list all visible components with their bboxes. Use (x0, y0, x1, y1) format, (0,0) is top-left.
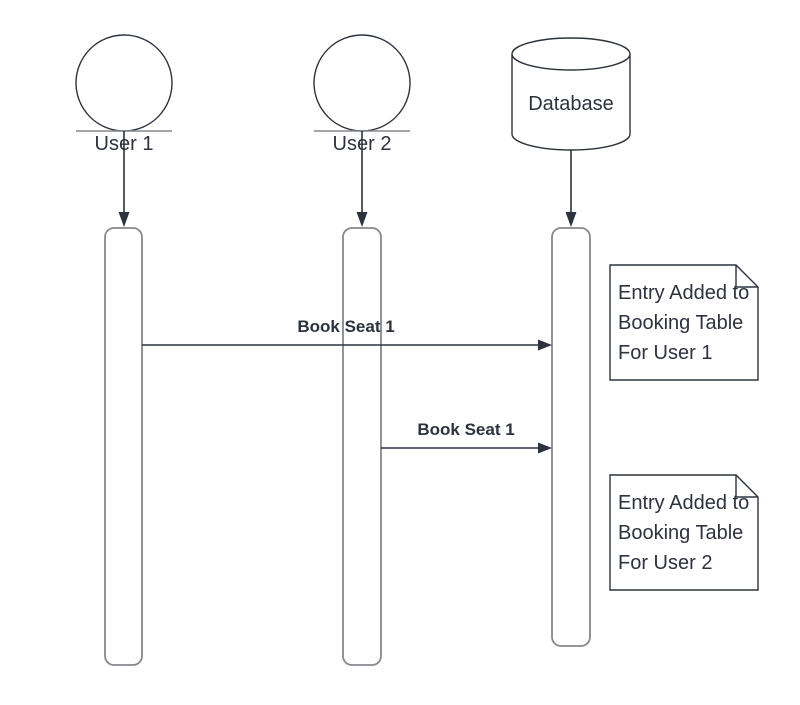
lifeline-user-1 (104, 227, 143, 666)
note-body (609, 264, 759, 381)
lifeline-database (551, 227, 591, 647)
arrowhead-down-icon (565, 212, 577, 227)
lifeline-user-2 (342, 227, 382, 666)
arrowhead-down-icon (118, 212, 130, 227)
note-fold-icon (735, 265, 758, 288)
message-arrow-2 (381, 442, 552, 454)
note-1-shape (609, 264, 759, 381)
arrowhead-right-icon (538, 339, 552, 351)
actor-user-2 (313, 34, 411, 227)
actor-head-circle (313, 34, 411, 132)
arrowhead-right-icon (538, 442, 552, 454)
database-cylinder-body (511, 54, 631, 151)
note-2-shape (609, 474, 759, 591)
note-fold-icon (735, 475, 758, 498)
actor-user-1 (75, 34, 173, 227)
actor-head-circle (75, 34, 173, 132)
arrowhead-down-icon (356, 212, 368, 227)
note-body (609, 474, 759, 591)
message-arrow-1 (142, 339, 552, 351)
database-node (511, 37, 631, 227)
database-cylinder-top (511, 37, 631, 71)
